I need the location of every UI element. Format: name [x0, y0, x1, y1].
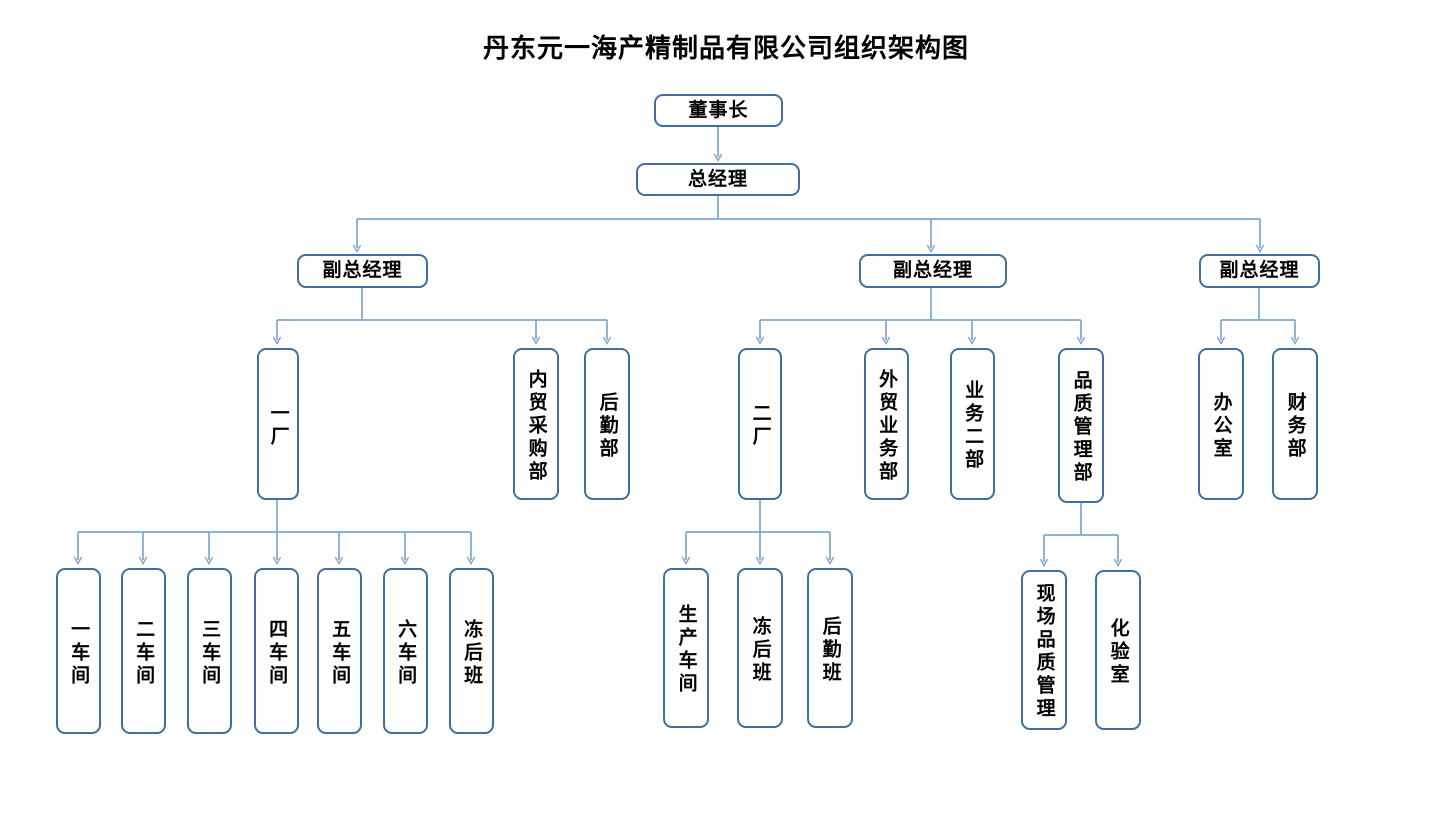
node-business-2[interactable]: 业务二部 — [950, 348, 995, 500]
node-label: 总经理 — [687, 168, 748, 190]
node-factory-2[interactable]: 二厂 — [738, 348, 782, 500]
node-logistics-dept[interactable]: 后勤部 — [584, 348, 630, 500]
node-label: 三车间 — [199, 618, 221, 688]
node-label: 品质管理部 — [1070, 370, 1092, 485]
node-label: 后勤班 — [819, 615, 841, 685]
node-label: 财务部 — [1284, 391, 1306, 461]
node-frozen-team-2[interactable]: 冻后班 — [737, 568, 783, 728]
node-label: 五车间 — [329, 618, 351, 688]
node-workshop-1[interactable]: 一车间 — [56, 568, 101, 734]
node-label: 副总经理 — [892, 260, 973, 282]
node-quality-mgmt[interactable]: 品质管理部 — [1058, 348, 1104, 503]
node-finance-dept[interactable]: 财务部 — [1272, 348, 1318, 500]
node-logistics-team[interactable]: 后勤班 — [807, 568, 853, 728]
node-label: 业务二部 — [962, 380, 984, 472]
node-workshop-4[interactable]: 四车间 — [254, 568, 299, 734]
node-label: 二厂 — [749, 403, 771, 449]
node-general-manager[interactable]: 总经理 — [636, 163, 800, 196]
node-label: 内贸采购部 — [525, 368, 547, 484]
node-factory-1[interactable]: 一厂 — [257, 348, 299, 500]
node-deputy-1[interactable]: 副总经理 — [297, 254, 428, 288]
node-onsite-quality[interactable]: 现场品质管理 — [1021, 570, 1067, 730]
node-production-shop[interactable]: 生产车间 — [663, 568, 709, 728]
node-label: 二车间 — [133, 618, 155, 688]
node-label: 副总经理 — [322, 260, 403, 282]
node-label: 生产车间 — [675, 604, 697, 696]
node-label: 现场品质管理 — [1033, 583, 1055, 721]
node-label: 董事长 — [688, 99, 749, 121]
node-workshop-2[interactable]: 二车间 — [121, 568, 166, 734]
node-label: 后勤部 — [596, 391, 618, 461]
node-foreign-trade[interactable]: 外贸业务部 — [864, 348, 909, 500]
node-label: 六车间 — [395, 618, 417, 688]
node-workshop-3[interactable]: 三车间 — [187, 568, 232, 734]
node-label: 化验室 — [1107, 617, 1129, 687]
node-label: 一厂 — [267, 403, 289, 449]
node-lab-room[interactable]: 化验室 — [1095, 570, 1141, 730]
node-workshop-6[interactable]: 六车间 — [383, 568, 428, 734]
node-office[interactable]: 办公室 — [1198, 348, 1244, 500]
page-title: 丹东元一海产精制品有限公司组织架构图 — [482, 34, 969, 63]
node-deputy-2[interactable]: 副总经理 — [859, 254, 1007, 288]
node-label: 外贸业务部 — [876, 368, 898, 484]
node-chairman[interactable]: 董事长 — [654, 94, 783, 127]
node-frozen-team-1[interactable]: 冻后班 — [449, 568, 494, 734]
node-deputy-3[interactable]: 副总经理 — [1199, 254, 1320, 288]
node-domestic-trade[interactable]: 内贸采购部 — [513, 348, 559, 500]
node-label: 副总经理 — [1219, 260, 1300, 282]
node-label: 一车间 — [68, 618, 90, 688]
node-workshop-5[interactable]: 五车间 — [317, 568, 362, 734]
node-label: 冻后班 — [461, 618, 483, 688]
node-label: 办公室 — [1210, 391, 1232, 461]
node-label: 四车间 — [266, 618, 288, 688]
node-label: 冻后班 — [749, 615, 771, 685]
